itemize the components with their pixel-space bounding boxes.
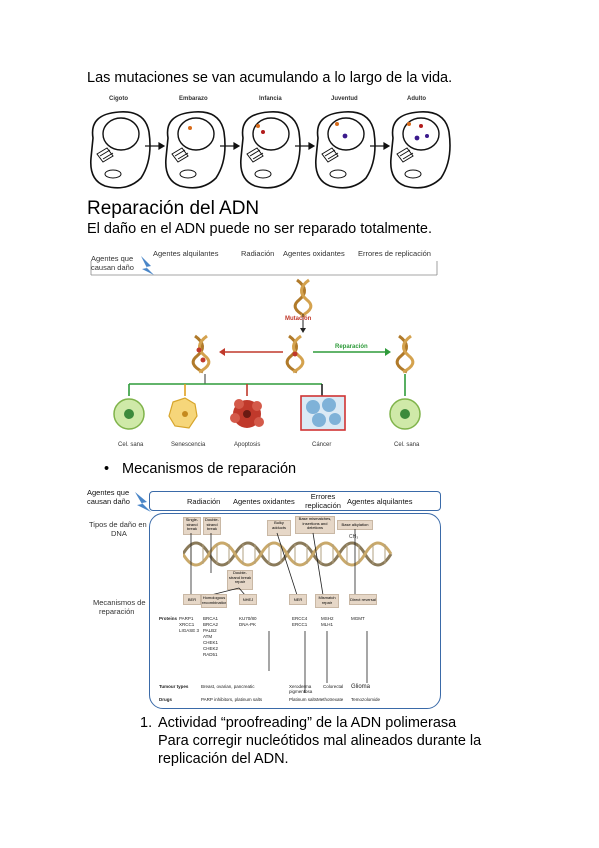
mechanism-box: NHEJ <box>239 594 257 605</box>
damage-types-label: DNA <box>111 529 127 538</box>
outcome-label: Apoptosis <box>234 442 261 448</box>
tumour-type: Glioma <box>351 684 371 690</box>
stage-label: Embarazo <box>179 96 208 102</box>
cell-icon <box>89 111 151 189</box>
intro-text: Las mutaciones se van acumulando a lo la… <box>87 70 453 86</box>
apoptosis-cell-icon <box>230 399 264 428</box>
list-item-title: Actividad “proofreading” de la ADN polim… <box>158 715 457 731</box>
outcomes-diagram <box>90 256 438 431</box>
cell-accumulation-figure: Cigoto Embarazo Infancia Juventud Adulto <box>87 96 457 192</box>
drug: Methotrexate <box>317 697 344 702</box>
drug: Temozolomide <box>351 697 381 702</box>
mutation-label: Mutación <box>285 316 312 322</box>
agent-item: Radiación <box>241 249 275 258</box>
cell-icon <box>164 111 226 189</box>
list-item-text: replicación del ADN. <box>158 751 289 767</box>
senescent-cell-icon <box>168 397 198 429</box>
mechanism-box: Mismatch repair <box>315 594 339 608</box>
dna-damage-outcomes-figure: Agentes que causan daño Agentes alquilan… <box>87 244 442 456</box>
healthy-cell-icon <box>389 398 421 430</box>
agents-label: Agentes que <box>91 254 134 263</box>
cancer-cells-icon <box>300 395 346 431</box>
dna-helix-icon: CH₃ <box>183 534 393 567</box>
connector-lines <box>190 529 368 693</box>
bullet-text: Mecanismos de reparación <box>122 461 297 477</box>
bullet-marker: • <box>104 461 110 477</box>
proteins-label: Proteins <box>159 616 178 621</box>
svg-text:CH₃: CH₃ <box>349 534 358 540</box>
agents-label: causan daño <box>91 263 134 272</box>
agents-bar <box>149 491 441 511</box>
damage-box: Bulky adducts <box>267 520 291 536</box>
list-item-text: Para corregir nucleótidos mal alineados … <box>158 733 482 749</box>
dsb-repair-box: Double-strand break repair <box>227 570 253 590</box>
drugs-label: Drugs <box>159 697 173 702</box>
stage-label: Infancia <box>259 96 282 102</box>
repair-mechanisms-label: reparación <box>99 607 135 616</box>
cells-illustration <box>89 111 451 189</box>
dna-icon <box>191 334 211 374</box>
mechanism-box: BER <box>183 594 201 605</box>
lightning-icon <box>141 256 154 275</box>
mechanisms-frame <box>149 513 441 709</box>
agent-item: Errores replicación <box>305 492 341 510</box>
repair-mechanisms-figure: Agentes que causan daño Radiación Agente… <box>87 486 445 709</box>
damage-box: Base mismatches, insertions and deletion… <box>295 516 335 534</box>
stage-label: Cigoto <box>109 96 128 102</box>
damage-box: Single-strand break <box>183 517 201 535</box>
section-subtitle: El daño en el ADN puede no ser reparado … <box>87 221 433 237</box>
agents-label: causan daño <box>87 497 130 506</box>
tumour-type: Breast, ovarian, pancreatic <box>201 684 255 689</box>
mechanism-box: Direct reversal <box>349 594 377 605</box>
cell-icon <box>239 111 301 189</box>
protein-list: BRCA1 BRCA2 PALB2 ATM CHEK1 CHEK2 RAD51 <box>203 616 219 657</box>
outcome-label: Cel. sana <box>394 442 420 448</box>
damage-types-label: Tipos de daño en <box>89 520 147 529</box>
drug: PARP inhibitors, platinum salts <box>201 697 263 702</box>
lightning-icon <box>135 492 151 512</box>
mechanism-box: NER <box>289 594 307 605</box>
tumour-type: Xeroderma pigmentosa <box>289 684 313 694</box>
outcome-label: Cáncer <box>312 442 332 448</box>
stage-label: Juventud <box>331 96 358 102</box>
protein-list: ERCC4 ERCC1 <box>292 616 308 627</box>
agents-label: Agentes que <box>87 488 130 497</box>
protein-list: MSH2 MLH1 <box>321 616 334 627</box>
cell-icon <box>314 111 376 189</box>
repair-label: Reparación <box>335 344 368 350</box>
protein-list: KU70/80 DNA-PK <box>239 616 257 627</box>
damage-box: Double-strand break <box>203 517 221 535</box>
protein-list: PARP1 XRCC1 LIGASE 3 <box>179 616 200 633</box>
section-title: Reparación del ADN <box>87 198 260 219</box>
tumour-types-label: Tumour types <box>159 684 189 689</box>
agent-item: Radiación <box>187 497 221 506</box>
tumour-type: Colorectal <box>323 684 344 689</box>
mechanism-box: Homologous recombination <box>201 594 227 608</box>
stage-label: Adulto <box>407 96 426 102</box>
drug: Platinum salts <box>289 697 318 702</box>
list-item-number: 1. <box>140 715 153 731</box>
cell-icon <box>389 111 451 189</box>
healthy-cell-icon <box>113 398 145 430</box>
agent-item: Agentes alquilantes <box>347 497 413 506</box>
protein-list: MGMT <box>351 616 365 621</box>
agent-item: Errores de replicación <box>358 249 431 258</box>
agent-item: Agentes oxidantes <box>283 249 345 258</box>
dna-icon <box>293 278 313 318</box>
repair-mechanisms-label: Mecanismos de <box>93 598 146 607</box>
agent-item: Agentes oxidantes <box>233 497 295 506</box>
outcome-label: Cel. sana <box>118 442 144 448</box>
dna-icon <box>395 334 415 374</box>
outcome-label: Senescencia <box>171 442 206 448</box>
dna-icon <box>285 334 305 374</box>
agent-item: Agentes alquilantes <box>153 249 219 258</box>
